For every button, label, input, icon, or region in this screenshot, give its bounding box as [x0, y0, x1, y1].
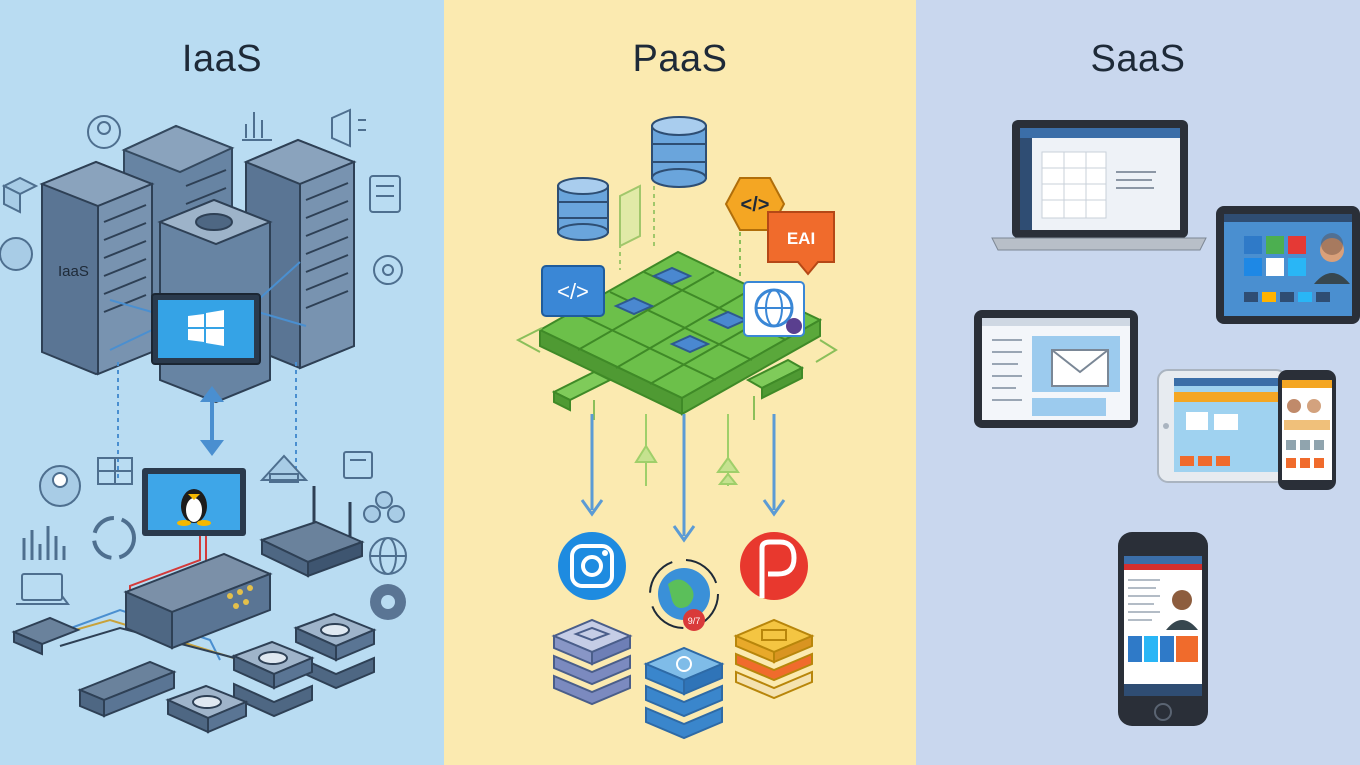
eai-badge-icon: EAI [767, 211, 835, 276]
user-icon [39, 465, 81, 507]
chart-icon [242, 112, 272, 141]
megaphone-icon [331, 108, 366, 148]
eai-badge-text: EAI [787, 229, 815, 248]
database-icon [557, 177, 609, 241]
server-rack-right [243, 138, 357, 370]
globe-icon-2 [369, 537, 407, 575]
document-panel-icon [619, 184, 655, 270]
globe-sync-icon: 9/7 [649, 559, 719, 631]
code-tile-text: </> [557, 279, 589, 304]
home-network-icon [259, 454, 309, 483]
document-icon [369, 175, 401, 213]
iaas-title: IaaS [181, 38, 263, 80]
stacked-server-icon-2 [643, 646, 725, 740]
saas-panel: SaaS [916, 0, 1360, 765]
stacked-layers-icon [733, 618, 815, 700]
router-icon [259, 486, 365, 578]
paas-panel: PaaS </> [444, 0, 916, 765]
iaas-artwork: IaaS [0, 108, 407, 734]
tablet-icon [1216, 206, 1360, 324]
sync-icon [92, 516, 136, 560]
pinterest-icon [740, 532, 808, 600]
headset-icon [87, 115, 121, 149]
saas-title: SaaS [1090, 38, 1186, 80]
windows-monitor-icon [151, 293, 261, 365]
cube-icon [1, 176, 39, 214]
paas-artwork: </> EAI [515, 116, 838, 740]
globe-icon [743, 281, 805, 337]
flow-arrows [580, 414, 786, 543]
green-arrows [634, 414, 740, 486]
globe-badge-text: 9/7 [688, 616, 701, 626]
grid-icon [97, 457, 133, 485]
cog-icon [373, 255, 403, 285]
network-hub-icon [11, 616, 81, 656]
disk-storage-icon [165, 612, 377, 734]
stacked-server-icon [551, 618, 633, 706]
paas-title: PaaS [632, 38, 728, 80]
code-icon-text: </> [741, 194, 770, 216]
globe-icon [0, 237, 33, 271]
switch-icon [123, 552, 273, 650]
gear-icon [370, 584, 406, 620]
double-arrow-icon [200, 386, 224, 456]
server-rack-left: IaaS [39, 160, 155, 376]
folder-icon [343, 451, 373, 479]
smartphone-icon [1278, 370, 1336, 490]
email-icon [1051, 349, 1109, 387]
people-icon [363, 491, 405, 523]
small-tablet-icon [1157, 369, 1287, 483]
code-tile-icon: </> [541, 265, 605, 317]
saas-artwork [974, 120, 1360, 726]
server-unit-icon [77, 660, 177, 718]
email-tablet-icon [974, 310, 1138, 428]
database-icon-2 [651, 116, 707, 188]
instagram-icon [558, 532, 626, 600]
connection-lines [109, 261, 307, 480]
linux-monitor-icon [142, 468, 246, 536]
iaas-server-label: IaaS [58, 263, 89, 280]
laptop-icon [991, 120, 1207, 251]
smartphone-large-icon [1118, 532, 1208, 726]
bar-chart-icon [22, 526, 66, 560]
laptop-icon [16, 573, 70, 605]
iaas-panel: IaaS [0, 0, 444, 765]
